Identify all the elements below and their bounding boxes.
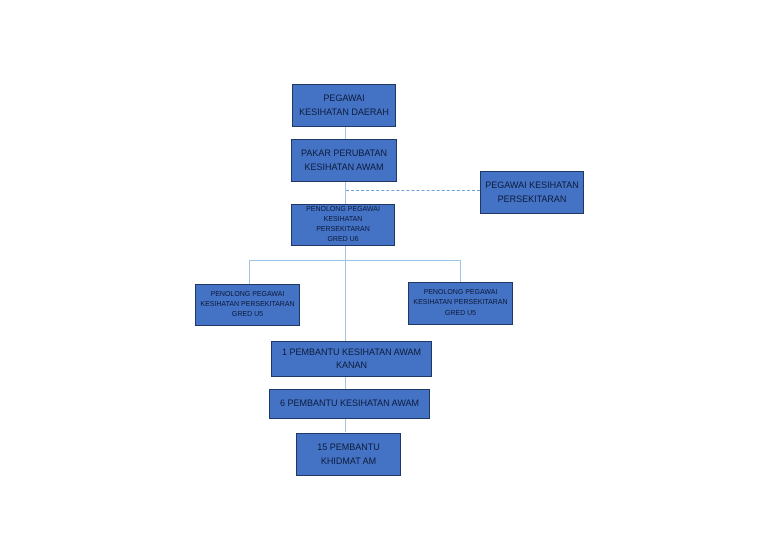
node-pembantu-kesihatan-awam: 6 PEMBANTU KESIHATAN AWAM	[269, 389, 430, 419]
node-pegawai-kesihatan-daerah: PEGAWAI KESIHATAN DAERAH	[292, 84, 396, 127]
node-label: 15 PEMBANTU KHIDMAT AM	[317, 442, 380, 466]
node-pakar-perubatan: PAKAR PERUBATAN KESIHATAN AWAM	[291, 139, 397, 182]
node-penolong-u5-right: PENOLONG PEGAWAI KESIHATAN PERSEKITARAN …	[408, 282, 513, 325]
node-pembantu-kesihatan-awam-kanan: 1 PEMBANTU KESIHATAN AWAM KANAN	[271, 341, 432, 377]
node-penolong-u6: PENOLONG PEGAWAI KESIHATAN PERSEKITARAN …	[291, 204, 395, 246]
node-label: PENOLONG PEGAWAI KESIHATAN PERSEKITARAN …	[306, 205, 380, 244]
node-label: 1 PEMBANTU KESIHATAN AWAM KANAN	[281, 346, 422, 370]
connector-u5-right	[460, 260, 461, 282]
node-label: PAKAR PERUBATAN KESIHATAN AWAM	[300, 148, 388, 172]
connector-dotted-persekitaran	[346, 190, 480, 191]
node-label: PENOLONG PEGAWAI KESIHATAN PERSEKITARAN …	[413, 289, 508, 317]
node-label: PENOLONG PEGAWAI KESIHATAN PERSEKITARAN …	[200, 290, 295, 319]
node-penolong-u5-left: PENOLONG PEGAWAI KESIHATAN PERSEKITARAN …	[195, 284, 300, 326]
node-pegawai-kesihatan-persekitaran: PEGAWAI KESIHATAN PERSEKITARAN	[480, 171, 584, 214]
node-pembantu-khidmat-am: 15 PEMBANTU KHIDMAT AM	[296, 433, 401, 476]
node-label: PEGAWAI KESIHATAN DAERAH	[299, 93, 389, 117]
connector-u5-horizontal	[249, 260, 461, 261]
node-label: 6 PEMBANTU KESIHATAN AWAM	[279, 398, 420, 409]
connector-spine	[345, 126, 346, 432]
node-label: PEGAWAI KESIHATAN PERSEKITARAN	[485, 180, 579, 204]
connector-u5-left	[249, 260, 250, 284]
